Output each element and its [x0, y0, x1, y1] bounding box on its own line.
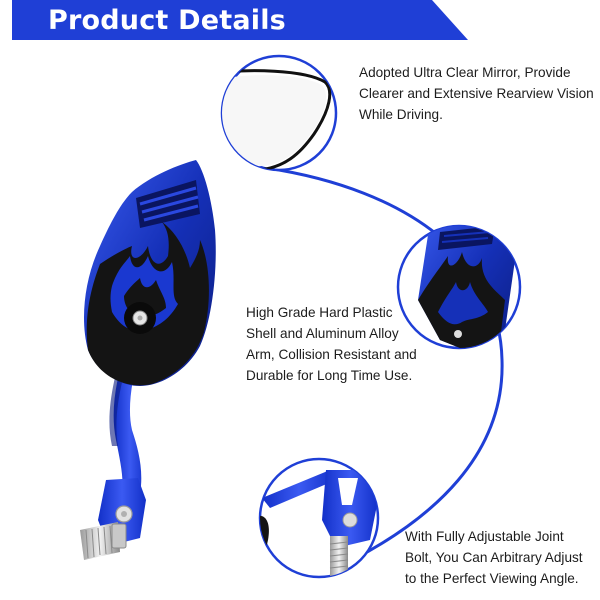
detail-circle-joint — [258, 457, 380, 579]
vent-slots — [136, 180, 200, 228]
detail-circle-mirror — [220, 54, 338, 172]
mirror-product — [80, 160, 216, 560]
connector-arc — [266, 166, 504, 574]
feature-mirror-text: Adopted Ultra Clear Mirror, Provide Clea… — [359, 65, 594, 122]
feature-shell-text: High Grade Hard Plastic Shell and Alumin… — [246, 305, 417, 383]
feature-joint-text: With Fully Adjustable Joint Bolt, You Ca… — [405, 529, 583, 586]
detail-circle-shell — [396, 224, 522, 350]
banner — [12, 0, 468, 40]
page-title: Product Details — [48, 5, 286, 36]
